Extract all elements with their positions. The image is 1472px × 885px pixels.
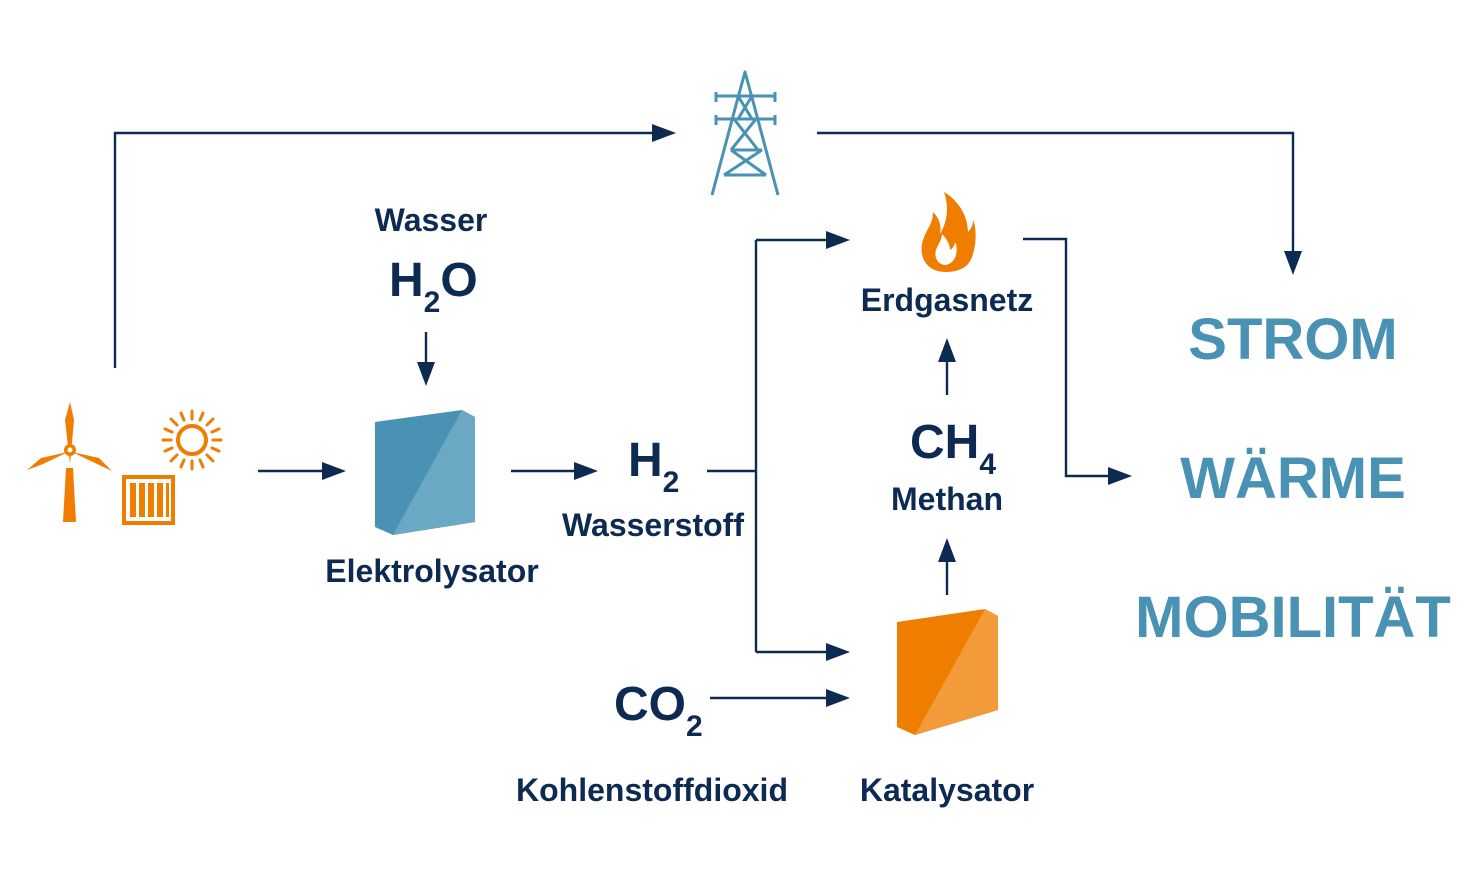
- hydrogen-formula: H2: [628, 434, 679, 499]
- arrowhead-to-pylon: [652, 124, 676, 142]
- arrowhead-to-methane: [938, 538, 956, 562]
- electrolyzer-block: [375, 410, 475, 535]
- arrowhead-to-gasgrid: [826, 231, 850, 249]
- arrowhead-hydrogen-to-catalyst: [826, 643, 850, 661]
- water-formula: H2O: [389, 254, 478, 319]
- gasgrid-to-outcomes-line: [1023, 237, 1115, 478]
- hydrogen-label: Wasserstoff: [562, 507, 744, 543]
- renewables-to-grid-line: [113, 131, 660, 368]
- catalyst-block: [897, 609, 998, 735]
- grid-to-strom-line: [817, 131, 1295, 258]
- arrowhead-to-strom: [1284, 251, 1302, 275]
- power-pylon-icon: [710, 70, 780, 196]
- outcome-waerme: WÄRME: [1180, 446, 1406, 511]
- co2-label: Kohlenstoffdioxid: [516, 772, 788, 808]
- flame-icon: [921, 192, 976, 272]
- methane-label: Methan: [891, 481, 1003, 517]
- arrowhead-to-hydrogen: [574, 462, 598, 480]
- catalyst-label: Katalysator: [860, 772, 1034, 808]
- water-label: Wasser: [375, 202, 488, 238]
- arrowhead-co2-to-catalyst: [826, 689, 850, 707]
- gasgrid-label: Erdgasnetz: [861, 282, 1033, 318]
- outcome-strom: STROM: [1188, 307, 1397, 372]
- arrowhead-water-down: [417, 362, 435, 386]
- co2-formula: CO2: [614, 678, 703, 743]
- solar-panel-icon: [122, 475, 175, 525]
- electrolyzer-label: Elektrolysator: [325, 553, 538, 589]
- outcome-mobilitaet: MOBILITÄT: [1135, 585, 1451, 650]
- arrowhead-to-electrolyzer: [322, 462, 346, 480]
- arrowhead-to-waerme: [1108, 467, 1132, 485]
- sun-icon: [161, 409, 223, 471]
- arrowhead-to-gasgrid-up: [938, 338, 956, 362]
- wind-turbine-icon: [27, 402, 112, 522]
- methane-formula: CH4: [910, 416, 996, 481]
